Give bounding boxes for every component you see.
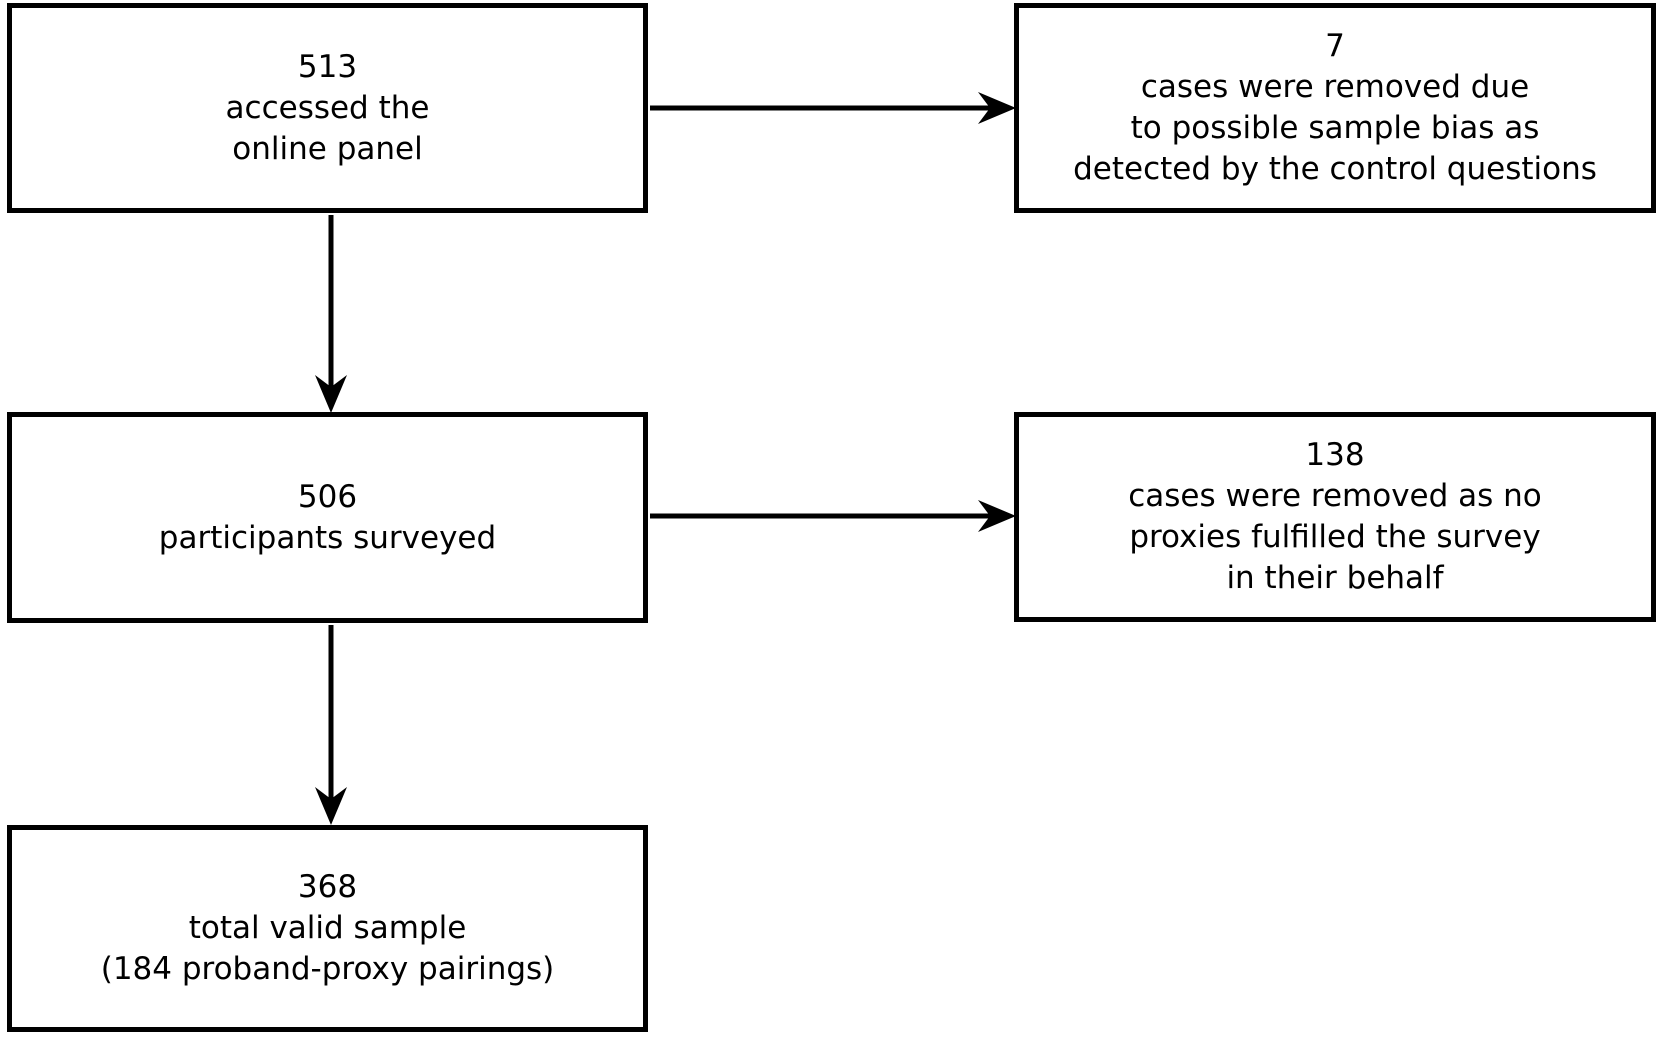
arrow-accessed-to-surveyed xyxy=(315,215,347,413)
box-text-line: online panel xyxy=(232,130,423,167)
arrow-surveyed-to-valid-sample xyxy=(315,625,347,825)
box-count: 368 xyxy=(297,869,358,905)
box-text-line: accessed the xyxy=(225,89,430,126)
box-count: 513 xyxy=(297,48,358,85)
box-removed-sample-bias: 7 cases were removed due to possible sam… xyxy=(1014,3,1656,213)
box-text-line: detected by the control questions xyxy=(1073,151,1597,187)
box-text-line: in their behalf xyxy=(1226,560,1444,596)
box-count: 506 xyxy=(297,478,358,515)
box-text-line: total valid sample xyxy=(188,910,467,946)
box-text-line: proxies fulfilled the survey xyxy=(1129,519,1541,555)
arrow-accessed-to-removed-bias xyxy=(650,92,1016,124)
box-removed-no-proxies: 138 cases were removed as no proxies ful… xyxy=(1014,412,1656,622)
box-text-line: (184 proband-proxy pairings) xyxy=(100,951,555,987)
box-text-line: cases were removed as no xyxy=(1128,478,1542,514)
box-count: 7 xyxy=(1325,28,1345,64)
box-text-line: participants surveyed xyxy=(158,519,497,556)
box-text-line: cases were removed due xyxy=(1140,69,1530,105)
box-count: 138 xyxy=(1305,437,1365,473)
box-text-line: to possible sample bias as xyxy=(1130,110,1540,146)
arrow-surveyed-to-removed-proxies xyxy=(650,500,1016,532)
box-total-valid-sample: 368 total valid sample (184 proband-prox… xyxy=(7,825,648,1032)
box-participants-surveyed: 506 participants surveyed xyxy=(7,412,648,623)
box-accessed-online-panel: 513 accessed the online panel xyxy=(7,3,648,213)
